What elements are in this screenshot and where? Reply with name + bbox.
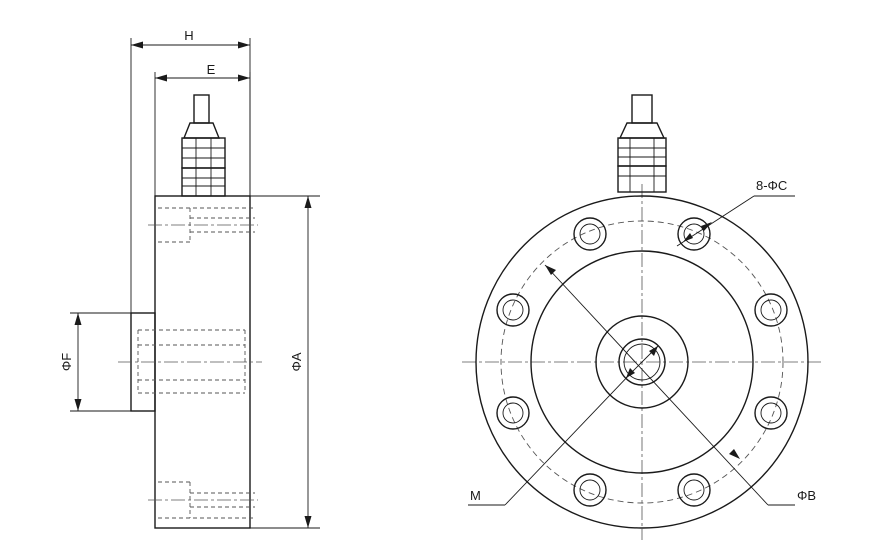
bolt-hole-7 <box>496 293 530 327</box>
bolt-hole-1 <box>677 217 711 251</box>
bolt-hole-5 <box>573 473 607 507</box>
label-e: E <box>207 62 216 77</box>
label-f: ΦF <box>59 353 74 371</box>
label-a: ΦA <box>289 352 304 371</box>
bolt-hole-3 <box>754 396 788 430</box>
callout-m: M <box>468 345 659 506</box>
bolt-hole-8 <box>573 217 607 251</box>
inner-ring <box>530 250 754 474</box>
bolt-hole-6 <box>496 396 530 430</box>
label-h: H <box>184 28 193 43</box>
dimension-f: ΦF <box>59 312 131 412</box>
dimension-e: E <box>154 62 251 196</box>
callout-b: ΦB <box>544 264 816 506</box>
center-thread-minor <box>623 343 661 381</box>
side-view: H E ΦF ΦA <box>59 28 320 529</box>
center-thread-bore <box>618 338 666 386</box>
bolt-hole-4 <box>677 473 711 507</box>
bolt-hole-2 <box>754 293 788 327</box>
front-view: 8-ΦC ΦB M <box>462 94 822 540</box>
hidden-bolt-hole-bottom <box>148 481 258 519</box>
front-cable-connector <box>617 94 667 193</box>
bolt-circle <box>500 220 784 504</box>
dimension-a: ΦA <box>250 195 320 529</box>
label-m: M <box>470 488 481 503</box>
dimension-h: H <box>130 28 251 313</box>
hidden-bolt-hole-top <box>148 207 258 243</box>
center-hub <box>595 315 689 409</box>
callout-holes: 8-ΦC <box>676 178 795 247</box>
label-holes: 8-ΦC <box>756 178 787 193</box>
cable-connector <box>181 94 226 197</box>
outer-flange <box>475 195 809 529</box>
label-b: ΦB <box>797 488 816 503</box>
hidden-center-bore <box>118 329 262 394</box>
